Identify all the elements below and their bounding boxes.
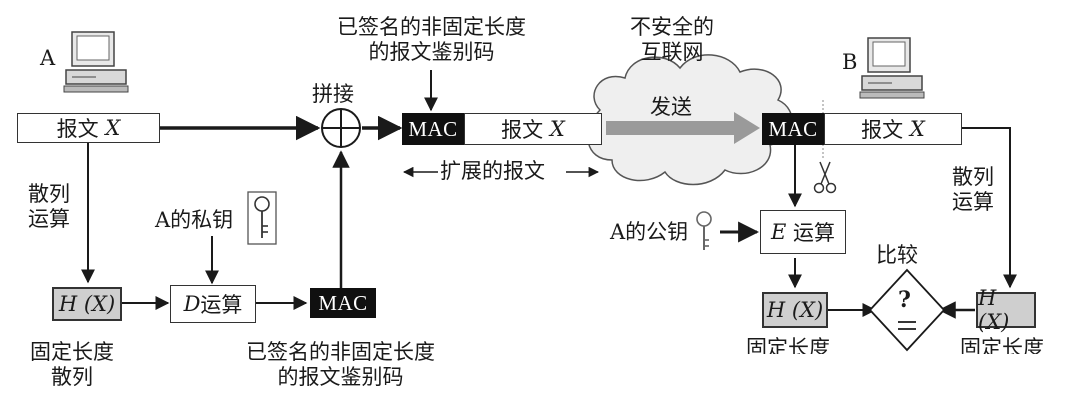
message-var: X <box>910 117 925 141</box>
compare-label: 比较 <box>876 243 918 268</box>
internet-label: 不安全的 互联网 <box>630 15 714 65</box>
message-var: X <box>105 116 120 140</box>
private-key-icon <box>248 192 276 244</box>
host-b-label: B <box>842 50 857 75</box>
extended-message-label: 扩展的报文 <box>440 159 545 184</box>
hash-value-box-b-decrypted: H (X) <box>762 292 828 328</box>
message-x-box-b: 报文 X <box>824 113 962 145</box>
fixed-length-label-b2: 固定长度 <box>960 336 1044 354</box>
fixed-length-label-b1-clip: 固定长度 <box>740 336 850 354</box>
signed-mac-label-top: 已签名的非固定长度 的报文鉴别码 <box>337 15 526 65</box>
message-var: X <box>550 117 565 141</box>
private-key-label: A的私钥 <box>155 208 233 233</box>
send-label: 发送 <box>650 95 692 120</box>
mac-box-a: MAC <box>310 288 376 318</box>
hash-value-box-b-computed: H (X) <box>976 292 1036 328</box>
fixed-length-label-b2-clip: 固定长度 <box>950 336 1060 354</box>
e-op-var: E <box>771 220 786 244</box>
public-key-icon <box>697 212 711 250</box>
message-label: 报文 <box>861 114 903 144</box>
host-a-label: A <box>40 46 55 71</box>
hash-value-box-a: H (X) <box>52 287 122 321</box>
message-label: 报文 <box>57 113 99 143</box>
concat-label: 拼接 <box>312 82 354 107</box>
computer-b-icon <box>860 38 924 98</box>
mac-box-b: MAC <box>762 113 824 145</box>
message-x-box-extended: 报文 X <box>464 113 602 145</box>
scissors-icon <box>815 162 836 193</box>
concat-circle <box>322 109 360 147</box>
fixed-length-hash-label: 固定长度 散列 <box>30 340 114 390</box>
signed-mac-label-bottom: 已签名的非固定长度 的报文鉴别码 <box>246 340 435 390</box>
hash-op-label-b: 散列 运算 <box>952 165 994 215</box>
mac-box-extended: MAC <box>402 113 464 145</box>
message-x-box-a: 报文 X <box>17 113 160 143</box>
e-op-box: E 运算 <box>760 210 846 254</box>
d-op-var: D <box>184 292 201 316</box>
public-key-label: A的公钥 <box>610 220 688 245</box>
e-op-text: 运算 <box>793 217 835 247</box>
computer-a-icon <box>64 32 128 92</box>
message-label: 报文 <box>501 114 543 144</box>
d-op-text: 运算 <box>200 289 242 319</box>
compare-symbol: ? <box>898 288 911 313</box>
hash-op-label: 散列 运算 <box>28 182 70 232</box>
fixed-length-label-b1: 固定长度 <box>746 336 830 354</box>
